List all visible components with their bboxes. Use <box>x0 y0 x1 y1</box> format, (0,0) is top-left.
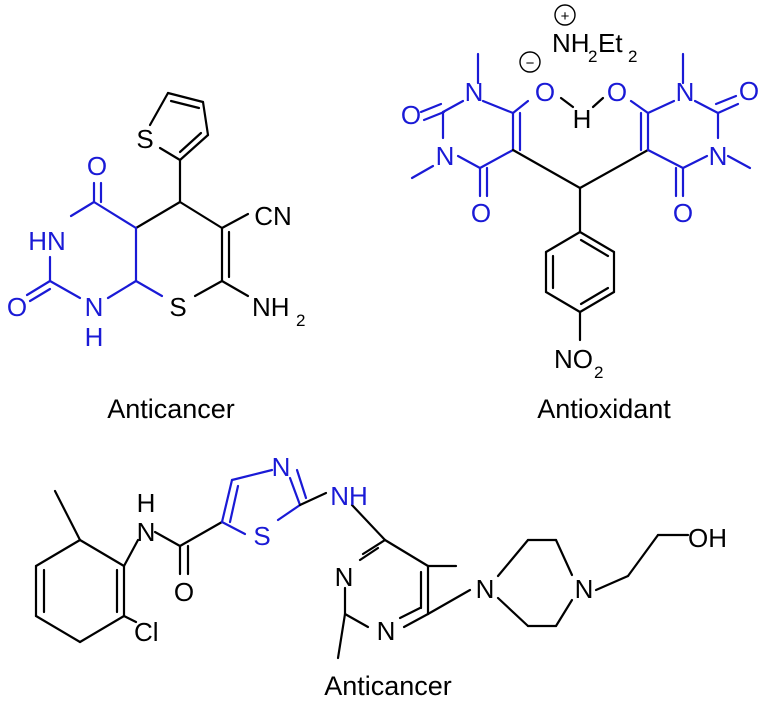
minus-charge-circle <box>519 51 541 73</box>
atom-no2-subscript: 2 <box>594 363 603 382</box>
atom-n-right-mid: N <box>709 141 728 171</box>
atom-o-right-top: O <box>739 76 759 106</box>
atom-n-bottom: N <box>85 292 104 322</box>
atom-counter-ion-nh: NH <box>552 28 590 58</box>
atom-n-left-mid: N <box>436 141 455 171</box>
atom-counter-ion-et: Et <box>598 28 623 58</box>
atom-oh: OH <box>688 523 727 553</box>
molecule-1-bonds <box>25 91 250 303</box>
atom-o-right-enol: O <box>607 77 627 107</box>
atom-no2: NO <box>554 344 593 374</box>
atom-cn: CN <box>254 201 292 231</box>
minus-charge: − <box>526 55 535 72</box>
atom-nh2-subscript: 2 <box>296 311 305 330</box>
atom-h-bridge: H <box>573 104 592 134</box>
atom-s-thiazole: S <box>253 521 270 551</box>
atom-o-left-bottom: O <box>471 198 491 228</box>
atom-n-amide: N <box>137 517 156 547</box>
atom-n-pyrimidine-bottom: N <box>377 616 396 646</box>
molecule-2-bonds <box>410 52 752 342</box>
atom-h-bottom: H <box>85 322 104 352</box>
atom-counter-ion-sub2: 2 <box>628 47 637 66</box>
atom-h-amide: H <box>137 488 156 518</box>
atom-s-thiophene: S <box>136 124 153 154</box>
molecule-3-bonds <box>34 468 690 660</box>
atom-n-left-top: N <box>465 77 484 107</box>
caption-molecule-1: Anticancer <box>107 394 235 424</box>
atom-s-ring: S <box>169 292 186 322</box>
atom-cl: Cl <box>134 617 159 647</box>
caption-molecule-3: Anticancer <box>324 671 452 701</box>
atom-n-right-top: N <box>676 77 695 107</box>
caption-molecule-2: Antioxidant <box>537 394 671 424</box>
atom-counter-ion-sub1: 2 <box>588 47 597 66</box>
atom-o-right-bottom: O <box>673 198 693 228</box>
atom-o-amide: O <box>174 577 194 607</box>
atom-o-carbonyl-top: O <box>87 151 107 181</box>
atom-n-thiazole: N <box>272 452 291 482</box>
plus-charge-circle <box>554 4 576 26</box>
atom-o-anion: O <box>535 77 555 107</box>
atom-o-carbonyl-left: O <box>7 292 27 322</box>
atom-nh2: NH <box>252 292 290 322</box>
atom-o-left-top: O <box>401 100 421 130</box>
atom-n-pyrimidine-left: N <box>335 562 354 592</box>
atom-nh-link: NH <box>330 481 368 511</box>
atom-n-piperazine-left: N <box>476 574 495 604</box>
atom-hn: HN <box>28 226 66 256</box>
plus-charge: + <box>561 8 570 25</box>
atom-n-piperazine-right: N <box>575 574 594 604</box>
